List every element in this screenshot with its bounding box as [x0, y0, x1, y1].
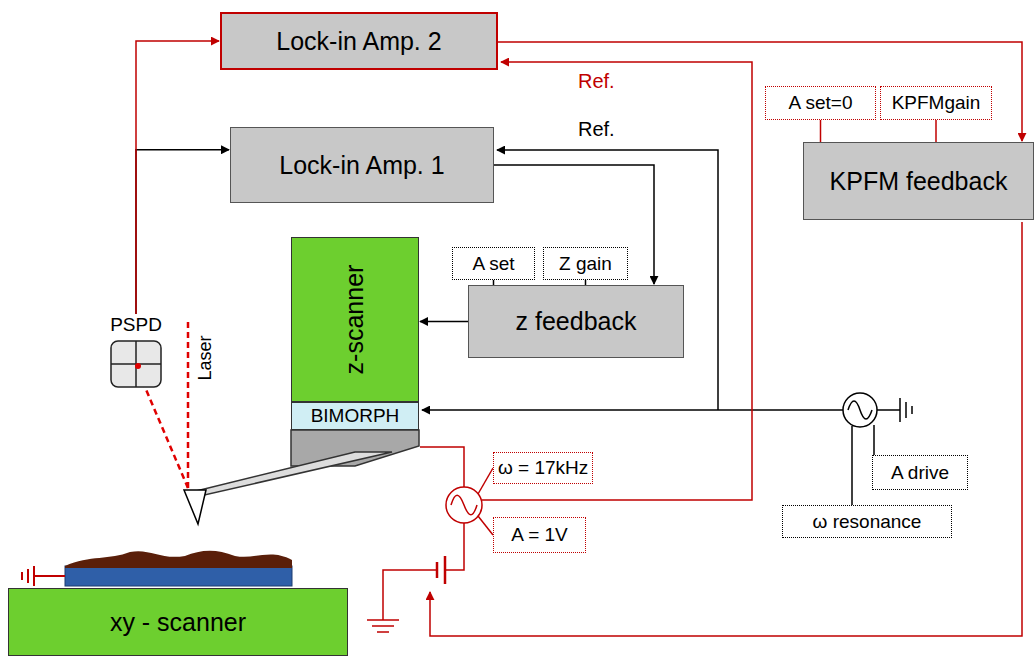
parameter-box: A drive: [872, 455, 968, 490]
node-text: PSPD: [110, 314, 162, 336]
controller-box: KPFM feedback: [803, 142, 1034, 220]
connector: [136, 41, 219, 314]
ac-bias-source: [446, 487, 482, 523]
node-text: xy - scanner: [110, 608, 246, 637]
connector: [136, 150, 229, 314]
photodetector: PSPD: [106, 314, 166, 388]
scanner-block: xy - scanner: [8, 588, 348, 656]
cantilever: [192, 452, 392, 496]
substrate: [65, 566, 292, 586]
connector: [420, 321, 468, 323]
parameter-box: ω = 17kHz: [493, 452, 593, 484]
reference-label: Ref.: [578, 118, 615, 141]
node-text: A drive: [891, 462, 949, 484]
node-text: ω resonance: [813, 511, 922, 533]
node-text: BIMORPH: [311, 405, 400, 427]
sample: [65, 551, 292, 568]
node-text: Lock-in Amp. 2: [276, 27, 441, 56]
node-text: Z gain: [559, 253, 612, 275]
node-text: A = 1V: [511, 524, 568, 546]
amplifier-box: Lock-in Amp. 2: [220, 12, 498, 70]
piezo-block: BIMORPH: [291, 402, 419, 430]
node-text: z feedback: [516, 307, 637, 336]
node-text: KPFMgain: [892, 92, 981, 114]
node-text: A set: [472, 253, 514, 275]
tip: [184, 490, 206, 524]
parameter-box: A = 1V: [493, 517, 586, 553]
sine-symbol: [848, 401, 872, 419]
ground-symbol: [22, 566, 65, 586]
amplifier-box: Lock-in Amp. 1: [230, 127, 494, 203]
connector: [498, 42, 1022, 141]
connector: [935, 120, 937, 142]
gain-box: KPFMgain: [880, 86, 992, 120]
laser-label: Laser: [195, 335, 216, 380]
scanner-block: z-scanner: [291, 237, 419, 402]
node-text: z-scanner: [340, 265, 369, 375]
connector: [820, 120, 822, 142]
setpoint-box: A set: [452, 247, 535, 280]
reference-label: Ref.: [578, 70, 615, 93]
laser-beam: [187, 322, 190, 488]
parameter-box: ω resonance: [782, 505, 952, 538]
ac-source: [843, 393, 877, 427]
node-text: A set=0: [789, 92, 853, 114]
node-text: ω = 17kHz: [498, 457, 588, 479]
sine-symbol: [451, 495, 477, 515]
node-text: KPFM feedback: [830, 167, 1008, 196]
quadrant-detector: [110, 340, 162, 388]
gain-box: Z gain: [543, 247, 628, 280]
controller-box: z feedback: [468, 285, 684, 358]
setpoint-box: A set=0: [765, 86, 876, 120]
node-text: Lock-in Amp. 1: [279, 151, 444, 180]
